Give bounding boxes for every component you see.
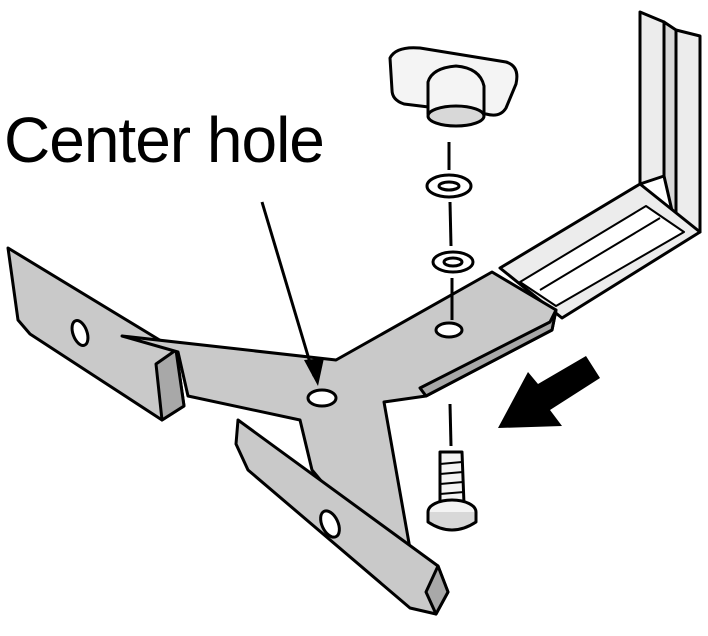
- callout-leader-line: [260, 201, 324, 386]
- bracket-plate: [120, 270, 558, 568]
- lower-jaw-hole: [319, 509, 341, 539]
- top-washer: [425, 173, 473, 199]
- center-hole-label: Center hole: [4, 104, 325, 176]
- arrow-left-down-icon: [498, 356, 600, 428]
- washers: [425, 173, 475, 274]
- left-clamp-jaw: [6, 246, 186, 422]
- upright-rail: [638, 10, 702, 234]
- wing-knob: [388, 46, 519, 128]
- rear-hole: [434, 321, 464, 339]
- bottom-washer: [431, 250, 475, 274]
- assembly-guide-lines: [447, 142, 454, 447]
- left-jaw-hole: [70, 319, 90, 347]
- center-hole: [306, 388, 338, 408]
- lower-clamp-jaw: [234, 418, 450, 616]
- bolt: [426, 450, 478, 532]
